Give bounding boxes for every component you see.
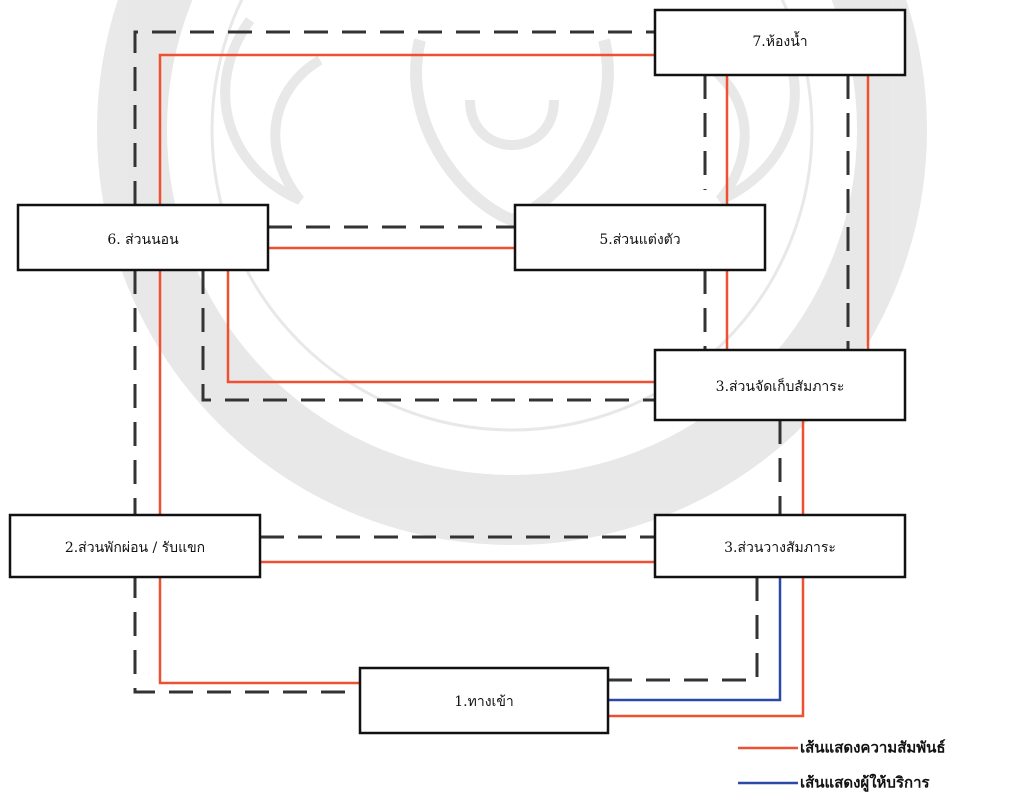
- red-sleeping-bathroom: [158, 53, 655, 205]
- node-storage: 3.ส่วนจัดเก็บสัมภาระ: [653, 348, 907, 422]
- node-bathroom: 7.ห้องน้ำ: [653, 8, 907, 77]
- node-luggage-label: 3.ส่วนวางสัมภาระ: [724, 540, 836, 556]
- dash-sleeping-storage: [201, 270, 655, 402]
- dash-luggage-entrance: [608, 577, 759, 682]
- red-sleeping-storage: [226, 270, 655, 384]
- university-seal-watermark: [97, 0, 927, 545]
- relationship-lines: [158, 53, 870, 718]
- dash-sleeping-entrance: [133, 270, 360, 694]
- dash-sleeping-bathroom: [133, 30, 655, 205]
- guest-path-lines: [133, 30, 850, 694]
- legend: เส้นแสดงความสัมพันธ์ เส้นแสดงผู้ให้บริกา…: [738, 739, 946, 793]
- legend-service-label: เส้นแสดงผู้ให้บริการ: [800, 774, 931, 793]
- red-luggage-entrance: [608, 577, 805, 718]
- blue-luggage-entrance: [608, 577, 782, 702]
- node-lounge-label: 2.ส่วนพักผ่อน / รับแขก: [65, 540, 205, 556]
- node-bathroom-label: 7.ห้องน้ำ: [752, 31, 807, 50]
- node-storage-label: 3.ส่วนจัดเก็บสัมภาระ: [716, 377, 845, 395]
- legend-relationship-label: เส้นแสดงความสัมพันธ์: [800, 739, 946, 757]
- node-entrance-label: 1.ทางเข้า: [454, 694, 514, 710]
- node-luggage: 3.ส่วนวางสัมภาระ: [653, 513, 907, 579]
- node-entrance: 1.ทางเข้า: [358, 666, 610, 735]
- node-dressing: 5.ส่วนแต่งตัว: [513, 203, 767, 272]
- node-dressing-label: 5.ส่วนแต่งตัว: [599, 232, 680, 248]
- service-lines: [608, 577, 782, 702]
- node-lounge: 2.ส่วนพักผ่อน / รับแขก: [8, 513, 262, 579]
- node-sleeping: 6. ส่วนนอน: [16, 203, 270, 272]
- node-sleeping-label: 6. ส่วนนอน: [107, 232, 179, 248]
- red-lounge-entrance: [158, 577, 360, 685]
